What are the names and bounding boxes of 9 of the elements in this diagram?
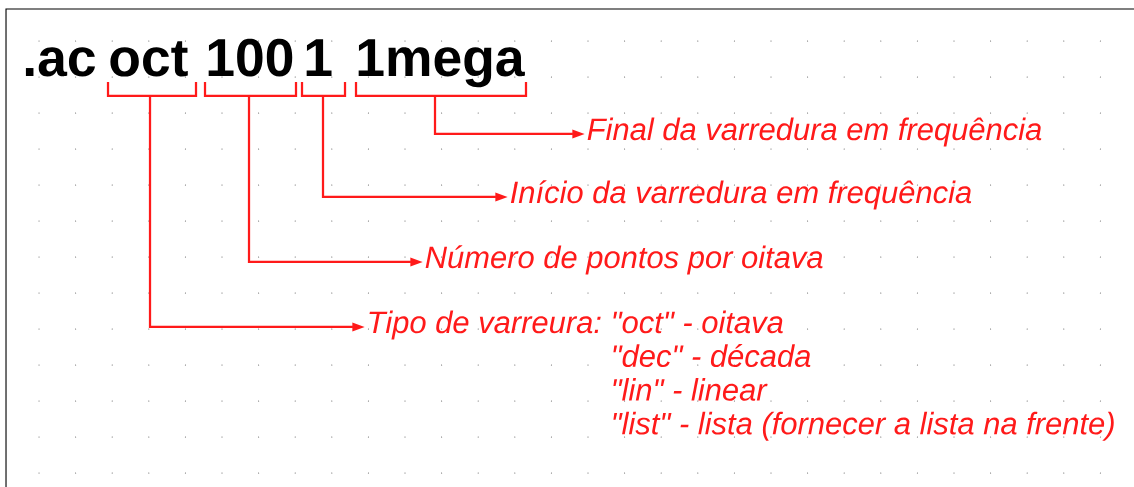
command-token: oct (110, 41, 188, 77)
description-text: Início da varredura em frequência (510, 180, 972, 210)
command-token: 100 (208, 38, 293, 77)
command-token: 1mega (358, 39, 525, 88)
description-text: Final da varredura em frequência (587, 117, 1042, 147)
description-text: Tipo de varreura: "oct" - oitava "dec" - década "lin" - linear "list" - lista (fornecer a lista na frente) (369, 310, 1114, 441)
command-token: 1 (306, 39, 332, 76)
command-text: .ac (25, 47, 95, 77)
description-text: Número de pontos por oitava (425, 245, 823, 275)
